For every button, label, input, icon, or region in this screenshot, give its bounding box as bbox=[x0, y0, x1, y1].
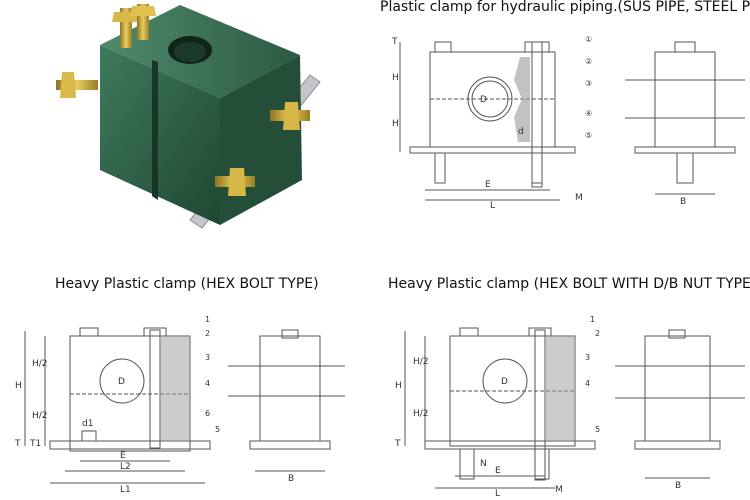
part-5-label: ⑤ bbox=[585, 131, 592, 140]
dim-h2b: H/2 bbox=[413, 409, 429, 419]
part-4-label: 4 bbox=[585, 379, 590, 388]
part-1-label: ① bbox=[585, 35, 592, 44]
part-2-label: 2 bbox=[205, 329, 210, 338]
bottom-left-technical-drawing: 1 2 3 4 6 5 H H/2 H/2 T T1 D d1 E L2 L1 … bbox=[14, 315, 345, 495]
dim-b: B bbox=[680, 197, 686, 207]
dim-b: B bbox=[675, 481, 681, 491]
dim-l: L bbox=[495, 489, 500, 496]
top-technical-drawing: ① ② ③ ④ ⑤ T H H D d E L M B bbox=[391, 35, 745, 211]
part-4-label: 4 bbox=[205, 379, 210, 388]
dim-e: E bbox=[495, 466, 501, 476]
dim-d: D bbox=[118, 377, 125, 387]
dim-b: B bbox=[288, 474, 294, 484]
dim-h2: H bbox=[392, 119, 399, 129]
dim-h1: H bbox=[392, 73, 399, 83]
part-1-label: 1 bbox=[590, 315, 595, 324]
part-6-label: 6 bbox=[205, 409, 210, 418]
part-2-label: ② bbox=[585, 57, 592, 66]
bottom-right-technical-drawing: 1 2 3 4 5 H H/2 H/2 T D N E L M B bbox=[395, 315, 745, 496]
part-1-label: 1 bbox=[205, 315, 210, 324]
part-3-label: ③ bbox=[585, 79, 592, 88]
part-5-label: 5 bbox=[595, 425, 600, 434]
dim-h2a: H/2 bbox=[413, 357, 429, 367]
part-3-label: 3 bbox=[585, 353, 590, 362]
dim-t1: T1 bbox=[29, 439, 41, 449]
dim-l: L bbox=[490, 201, 495, 211]
part-3-label: 3 bbox=[205, 353, 210, 362]
dim-d: D bbox=[501, 377, 508, 387]
dim-d-small: d bbox=[518, 127, 524, 137]
dim-t: T bbox=[395, 439, 401, 449]
dim-m: M bbox=[555, 485, 563, 495]
dim-h: H bbox=[395, 381, 402, 391]
dim-m: M bbox=[575, 193, 583, 203]
part-2-label: 2 bbox=[595, 329, 600, 338]
dim-h2b: H/2 bbox=[32, 411, 48, 421]
bottom-left-title: Heavy Plastic clamp (HEX BOLT TYPE) bbox=[55, 276, 319, 292]
dim-d: D bbox=[480, 95, 487, 105]
clamp-photo bbox=[56, 4, 321, 229]
dim-t: T bbox=[391, 37, 398, 47]
dim-d1: d1 bbox=[82, 419, 93, 429]
bottom-right-title: Heavy Plastic clamp (HEX BOLT WITH D/B N… bbox=[388, 276, 750, 292]
part-4-label: ④ bbox=[585, 109, 592, 118]
dim-l2: L2 bbox=[120, 462, 131, 472]
dim-e: E bbox=[120, 451, 126, 461]
dim-h: H bbox=[15, 381, 22, 391]
dim-e: E bbox=[485, 180, 491, 190]
dim-n: N bbox=[480, 459, 487, 469]
part-5-label: 5 bbox=[215, 425, 220, 434]
top-title: Plastic clamp for hydraulic piping.(SUS … bbox=[380, 0, 750, 15]
dim-l1: L1 bbox=[120, 485, 131, 495]
dim-t: T bbox=[14, 439, 21, 449]
dim-h2a: H/2 bbox=[32, 359, 48, 369]
